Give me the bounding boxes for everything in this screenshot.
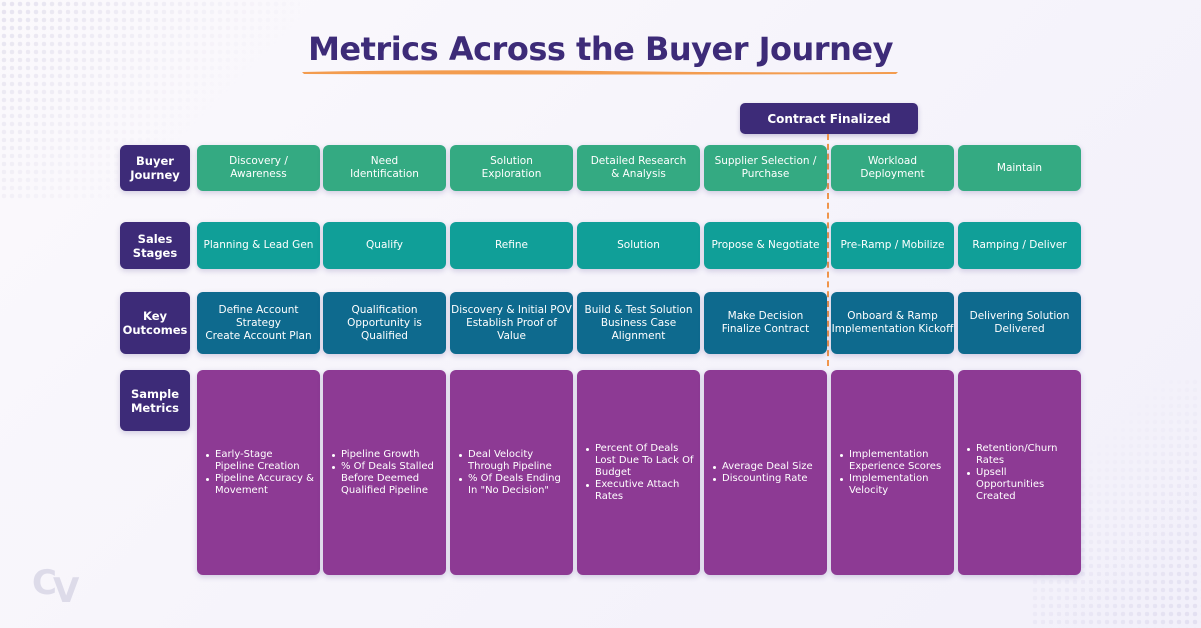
buyer-journey-cell: Detailed Research & Analysis xyxy=(577,145,700,191)
buyer-journey-cell: Need Identification xyxy=(323,145,446,191)
metrics-list: Deal Velocity Through Pipeline% Of Deals… xyxy=(450,449,573,497)
sales-stages-cell: Ramping / Deliver xyxy=(958,222,1081,269)
milestone-divider-line xyxy=(827,134,829,366)
row-label-sales-stages: Sales Stages xyxy=(120,222,190,269)
row-label-key-outcomes: Key Outcomes xyxy=(120,292,190,354)
metric-item: Retention/Churn Rates xyxy=(966,443,1075,467)
metric-item: % Of Deals Stalled Before Deemed Qualifi… xyxy=(331,461,440,497)
metric-item: Implementation Velocity xyxy=(839,473,948,497)
sales-stages-cell: Planning & Lead Gen xyxy=(197,222,320,269)
metrics-list: Pipeline Growth% Of Deals Stalled Before… xyxy=(323,449,446,497)
title-container: Metrics Across the Buyer Journey xyxy=(0,30,1201,68)
key-outcomes-cell: Onboard & Ramp Implementation Kickoff xyxy=(831,292,954,354)
buyer-journey-cell: Solution Exploration xyxy=(450,145,573,191)
metric-item: Discounting Rate xyxy=(712,473,813,485)
key-outcomes-cell: Build & Test Solution Business Case Alig… xyxy=(577,292,700,354)
row-label-sample-metrics: Sample Metrics xyxy=(120,370,190,431)
sales-stages-cell: Solution xyxy=(577,222,700,269)
sample-metrics-cell: Percent Of Deals Lost Due To Lack Of Bud… xyxy=(577,370,700,575)
metrics-list: Percent Of Deals Lost Due To Lack Of Bud… xyxy=(577,443,700,503)
title-underline-brushstroke xyxy=(302,70,898,75)
buyer-journey-cell: Maintain xyxy=(958,145,1081,191)
key-outcomes-cell: Define Account Strategy Create Account P… xyxy=(197,292,320,354)
key-outcomes-cell: Qualification Opportunity is Qualified xyxy=(323,292,446,354)
sales-stages-cell: Refine xyxy=(450,222,573,269)
sales-stages-cell: Pre-Ramp / Mobilize xyxy=(831,222,954,269)
metric-item: Executive Attach Rates xyxy=(585,479,694,503)
logo-letter-c: C xyxy=(32,563,57,603)
metric-item: % Of Deals Ending In "No Decision" xyxy=(458,473,567,497)
buyer-journey-cell: Supplier Selection / Purchase xyxy=(704,145,827,191)
metric-item: Pipeline Accuracy & Movement xyxy=(205,473,314,497)
sample-metrics-cell: Deal Velocity Through Pipeline% Of Deals… xyxy=(450,370,573,575)
company-logo: CV xyxy=(32,563,79,611)
row-label-buyer-journey: Buyer Journey xyxy=(120,145,190,191)
buyer-journey-cell: Workload Deployment xyxy=(831,145,954,191)
metric-item: Implementation Experience Scores xyxy=(839,449,948,473)
logo-letter-v: V xyxy=(52,571,79,611)
key-outcomes-cell: Make Decision Finalize Contract xyxy=(704,292,827,354)
buyer-journey-cell: Discovery / Awareness xyxy=(197,145,320,191)
sales-stages-cell: Qualify xyxy=(323,222,446,269)
metric-item: Average Deal Size xyxy=(712,461,813,473)
sample-metrics-cell: Pipeline Growth% Of Deals Stalled Before… xyxy=(323,370,446,575)
metric-item: Percent Of Deals Lost Due To Lack Of Bud… xyxy=(585,443,694,479)
metric-item: Pipeline Growth xyxy=(331,449,440,461)
metric-item: Upsell Opportunities Created xyxy=(966,467,1075,503)
key-outcomes-cell: Delivering Solution Delivered xyxy=(958,292,1081,354)
page-title: Metrics Across the Buyer Journey xyxy=(308,30,893,68)
milestone-contract-finalized: Contract Finalized xyxy=(740,103,918,134)
metric-item: Deal Velocity Through Pipeline xyxy=(458,449,567,473)
metric-item: Early-Stage Pipeline Creation xyxy=(205,449,314,473)
key-outcomes-cell: Discovery & Initial POV Establish Proof … xyxy=(450,292,573,354)
sales-stages-cell: Propose & Negotiate xyxy=(704,222,827,269)
